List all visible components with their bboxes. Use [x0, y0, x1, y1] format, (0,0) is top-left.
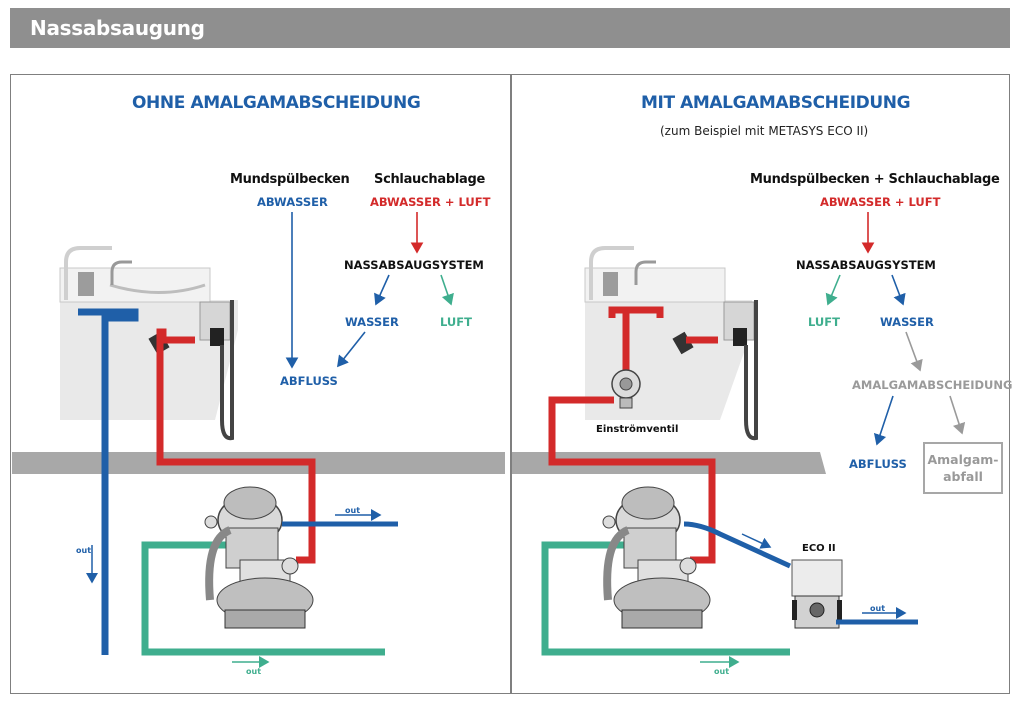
page-title: Nassabsaugung — [30, 16, 205, 40]
label-abwasser-luft: ABWASSER + LUFT — [370, 195, 491, 209]
suction-hose-left — [220, 300, 234, 441]
right-panel-drawing — [512, 212, 966, 668]
spittoon-rim-left — [64, 246, 112, 300]
label-out-bottom-right: out — [714, 667, 730, 676]
label-out-bottom: out — [246, 667, 262, 676]
arrow-wasser-abfluss — [337, 331, 366, 368]
left-panel-drawing — [12, 212, 505, 668]
label-schlauchablage: Schlauchablage — [374, 172, 485, 187]
red-pipe-left — [156, 328, 316, 564]
amalgam-waste-text: Amalgam- abfall — [925, 451, 1001, 485]
blue-pipe-to-eco — [683, 521, 792, 569]
label-wasser-right: WASSER — [880, 315, 934, 329]
valve-right — [672, 331, 694, 355]
teal-pipe-right — [541, 541, 790, 656]
right-panel-subtitle: (zum Beispiel mit METASYS ECO II) — [660, 124, 869, 138]
inflow-valve — [611, 369, 641, 409]
left-panel-title: OHNE AMALGAMABSCHEIDUNG — [132, 93, 421, 113]
header-bar: Nassabsaugung — [10, 8, 1010, 48]
faucet-icon-left — [110, 260, 132, 285]
waste-line-2: abfall — [943, 469, 983, 484]
panel-divider — [510, 74, 512, 694]
hose-holder-cap-left — [210, 328, 224, 346]
faucet-icon-right — [634, 260, 656, 285]
label-out-right-eco: out — [870, 604, 886, 613]
arrow-right-system-luft — [825, 274, 841, 306]
suction-pump-left — [204, 486, 314, 629]
label-mundspuelbecken: Mundspülbecken — [230, 172, 350, 187]
red-pipe-right-main — [548, 396, 716, 564]
label-luft-right: LUFT — [808, 315, 840, 329]
arrow-right-system-wasser — [891, 274, 906, 306]
red-pipe-right-a — [608, 306, 664, 318]
arrow-right-wasser-amalgam — [905, 331, 923, 372]
cup-icon-left — [78, 272, 94, 296]
hose-holder-cap-right — [733, 328, 747, 346]
label-abfluss: ABFLUSS — [280, 374, 338, 388]
suction-hose-right — [744, 300, 758, 441]
label-abfluss-right: ABFLUSS — [849, 457, 907, 471]
blue-pipe-left — [78, 308, 139, 655]
label-out-right: out — [345, 506, 361, 515]
arrow-to-eco — [741, 533, 772, 549]
suction-pump-right — [602, 486, 711, 629]
label-nassabsaugsystem-right: NASSABSAUGSYSTEM — [796, 258, 936, 272]
arrow-system-wasser — [374, 274, 390, 306]
label-wasser: WASSER — [345, 315, 399, 329]
label-source-right: Mundspülbecken + Schlauchablage — [750, 172, 1000, 187]
label-amalgamabscheidung: AMALGAMABSCHEIDUNG — [852, 378, 1013, 392]
label-abwasser: ABWASSER — [257, 195, 328, 209]
spittoon-bowl-left — [109, 283, 206, 294]
amalgam-waste-box: Amalgam- abfall — [923, 442, 1003, 494]
arrow-system-luft — [440, 274, 454, 306]
label-luft: LUFT — [440, 315, 472, 329]
eco-ii-device — [791, 559, 843, 629]
arrow-right-amalgam-abfluss — [873, 395, 894, 446]
spittoon-rim-right — [589, 246, 634, 300]
cup-icon-right — [603, 272, 618, 296]
teal-pipe-left — [141, 541, 385, 656]
label-nassabsaugsystem: NASSABSAUGSYSTEM — [344, 258, 484, 272]
arrow-right-amalgam-waste — [949, 395, 966, 435]
label-abwasser-luft-right: ABWASSER + LUFT — [820, 195, 941, 209]
label-einstroemventil: Einströmventil — [596, 424, 679, 435]
waste-line-1: Amalgam- — [927, 452, 999, 467]
right-panel-title: MIT AMALGAMABSCHEIDUNG — [641, 93, 911, 113]
label-out-vertical: out — [76, 546, 92, 555]
label-eco-ii: ECO II — [802, 543, 836, 554]
